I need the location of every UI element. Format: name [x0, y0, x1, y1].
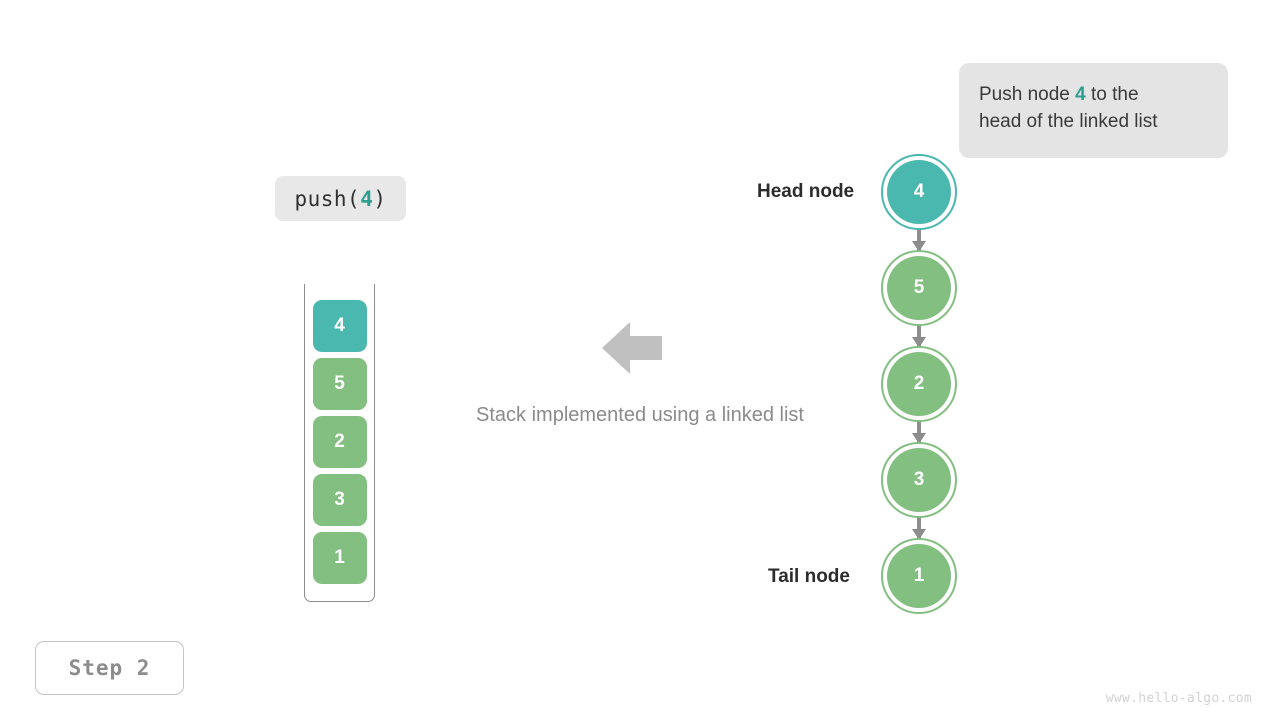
watermark: www.hello-algo.com — [1105, 691, 1252, 706]
edge-arrowhead-icon — [911, 337, 926, 348]
edge-shaft — [917, 229, 921, 251]
stack-cell-list: 4 5 2 3 1 — [312, 300, 367, 584]
tooltip-text-prefix: Push node — [979, 84, 1076, 105]
linked-list-node: 1 — [881, 538, 957, 614]
edge-shaft — [917, 517, 921, 539]
stack-visualization: 4 5 2 3 1 — [304, 284, 375, 602]
linked-list-edge-arrow — [911, 517, 926, 540]
node-value: 3 — [913, 469, 925, 490]
node-outer-ring — [881, 154, 957, 230]
node-value: 2 — [913, 373, 925, 394]
tooltip-line-1: Push node 4 to the — [979, 81, 1208, 108]
node-outer-ring — [881, 250, 957, 326]
stack-cell: 3 — [312, 474, 367, 526]
linked-list-edge-arrow — [911, 325, 926, 348]
push-code-prefix: push( — [294, 186, 361, 211]
node-value: 1 — [913, 565, 925, 586]
edge-arrowhead-icon — [911, 529, 926, 540]
push-code-argument: 4 — [360, 186, 374, 211]
linked-list-node: 3 — [881, 442, 957, 518]
node-fill — [887, 352, 951, 416]
tooltip-line-2: head of the linked list — [979, 111, 1158, 132]
stack-cell: 5 — [312, 358, 367, 410]
node-fill — [887, 256, 951, 320]
linked-list-node: 5 — [881, 250, 957, 326]
annotation-tooltip: Push node 4 to the head of the linked li… — [959, 63, 1228, 158]
linked-list-visualization: 4 5 2 3 1 — [881, 154, 957, 614]
stack-container-outline — [304, 284, 375, 602]
node-outer-ring — [881, 538, 957, 614]
node-fill — [887, 448, 951, 512]
linked-list-edge-arrow — [911, 229, 926, 252]
linked-list-edge-arrow — [911, 421, 926, 444]
stack-cell: 4 — [312, 300, 367, 352]
linked-list-node: 4 — [881, 154, 957, 230]
node-outer-ring — [881, 346, 957, 422]
tooltip-accent-value: 4 — [1075, 84, 1086, 105]
edge-shaft — [917, 421, 921, 443]
edge-arrowhead-icon — [911, 433, 926, 444]
diagram-caption: Stack implemented using a linked list — [476, 404, 804, 426]
stack-cell: 1 — [312, 532, 367, 584]
stack-cell: 2 — [312, 416, 367, 468]
edge-arrowhead-icon — [911, 241, 926, 252]
node-outer-ring — [881, 442, 957, 518]
left-arrow-icon — [602, 320, 662, 376]
push-code-suffix: ) — [373, 186, 387, 211]
push-operation-label: push(4) — [275, 176, 406, 221]
node-fill — [887, 160, 951, 224]
tail-node-label: Tail node — [768, 566, 850, 587]
tooltip-text-suffix: to the — [1085, 84, 1139, 105]
edge-shaft — [917, 325, 921, 347]
node-value: 5 — [913, 277, 925, 298]
step-badge: Step 2 — [35, 641, 184, 695]
node-value: 4 — [913, 181, 925, 202]
linked-list-node: 2 — [881, 346, 957, 422]
node-fill — [887, 544, 951, 608]
head-node-label: Head node — [757, 181, 855, 202]
